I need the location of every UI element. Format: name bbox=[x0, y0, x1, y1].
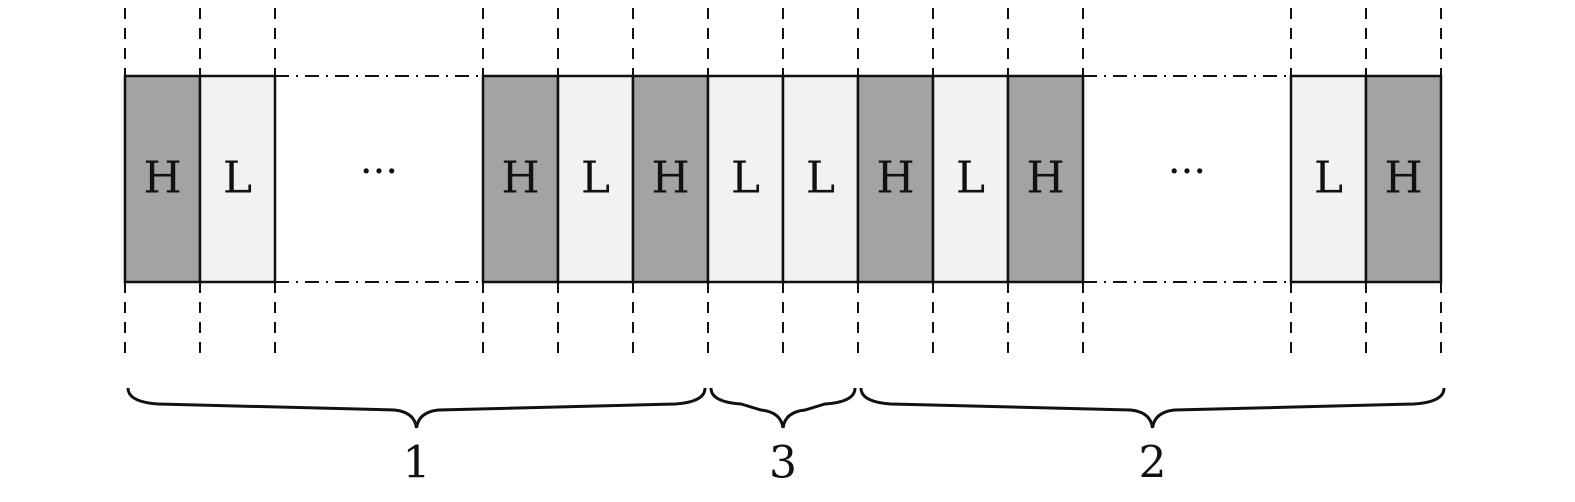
cell-label: L bbox=[223, 153, 252, 204]
cell-L-box bbox=[198, 74, 277, 284]
cell-label: H bbox=[876, 153, 914, 204]
cell-label: L bbox=[806, 153, 835, 204]
cell-H-box bbox=[631, 74, 710, 284]
cell-L-box bbox=[1289, 74, 1368, 284]
group-brace-1 bbox=[126, 387, 707, 429]
dashed-grid-lines bbox=[124, 8, 1442, 356]
cell-L-box bbox=[931, 74, 1010, 284]
brace-groups: 1 3 2 bbox=[126, 387, 1446, 489]
cell-label: H bbox=[1026, 153, 1064, 204]
cell-L-box bbox=[706, 74, 785, 284]
cell-label: H bbox=[501, 153, 539, 204]
cell-H-box bbox=[856, 74, 935, 284]
ellipsis-label: ··· bbox=[1168, 149, 1206, 195]
cell-H-box bbox=[123, 74, 202, 284]
ellipsis-label: ··· bbox=[360, 149, 398, 195]
cell-H-box bbox=[1006, 74, 1085, 284]
cell-label: H bbox=[143, 153, 181, 204]
cell-H-box bbox=[1364, 74, 1443, 284]
cell-L-box bbox=[781, 74, 860, 284]
cell-label: L bbox=[956, 153, 985, 204]
cell-label: L bbox=[731, 153, 760, 204]
group-brace-2 bbox=[709, 387, 857, 429]
cell-label: H bbox=[651, 153, 689, 204]
cell-label: L bbox=[581, 153, 610, 204]
cell-H-box bbox=[481, 74, 560, 284]
group-brace-label: 1 bbox=[403, 438, 431, 489]
group-brace-3 bbox=[859, 387, 1446, 429]
cell-label: H bbox=[1384, 153, 1422, 204]
group-brace-label: 3 bbox=[769, 438, 797, 489]
group-brace-label: 2 bbox=[1139, 438, 1167, 489]
cell-label: L bbox=[1314, 153, 1343, 204]
